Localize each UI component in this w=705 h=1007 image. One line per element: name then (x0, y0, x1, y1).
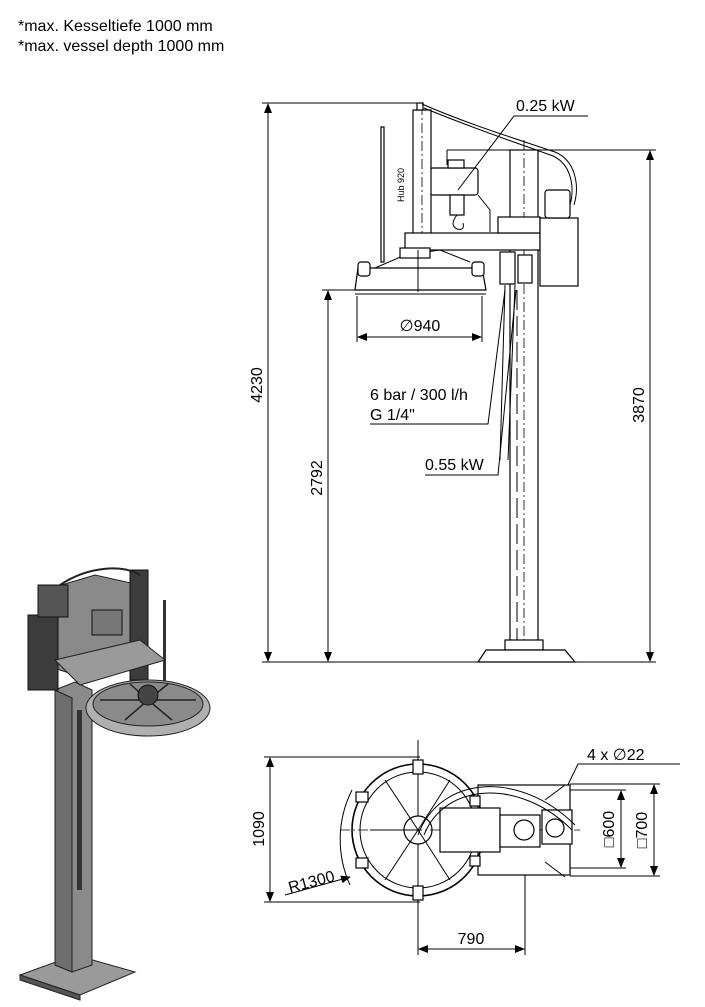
reach-label: 790 (458, 931, 485, 948)
hose (421, 103, 577, 206)
stroke-label: Hub 920 (396, 168, 406, 202)
total-height-label: 4230 (249, 367, 266, 403)
bolt-square-label: □600 (601, 811, 618, 847)
air-supply-pressure-label: 6 bar / 300 l/h (370, 387, 468, 404)
note-vessel-depth-de: *max. Kesseltiefe 1000 mm (18, 18, 213, 35)
plate-square-label: □700 (634, 812, 651, 848)
gripper (354, 267, 487, 291)
base-plate (476, 649, 577, 663)
isometric-render (18, 567, 211, 1001)
top-view: 1090 790 □600 □700 4 x ∅22 R1300 (251, 740, 680, 955)
hoist-motor (429, 167, 479, 196)
side-view: 4230 3870 2792 ∅940 Hub 920 (249, 98, 656, 663)
column-height-label: 3870 (631, 387, 648, 423)
width-label: 1090 (251, 811, 268, 847)
gripper-diameter-label: ∅940 (400, 318, 441, 335)
arm-top (439, 807, 501, 853)
gripper-height-label: 2792 (309, 460, 326, 496)
rotation-power-label: 0.55 kW (425, 457, 485, 474)
anchor-holes-label: 4 x ∅22 (587, 747, 645, 764)
hoist-power-label: 0.25 kW (516, 98, 576, 115)
drive-motor-box (539, 217, 579, 287)
note-vessel-depth-en: *max. vessel depth 1000 mm (18, 38, 225, 55)
air-supply-thread-label: G 1/4" (370, 407, 415, 424)
